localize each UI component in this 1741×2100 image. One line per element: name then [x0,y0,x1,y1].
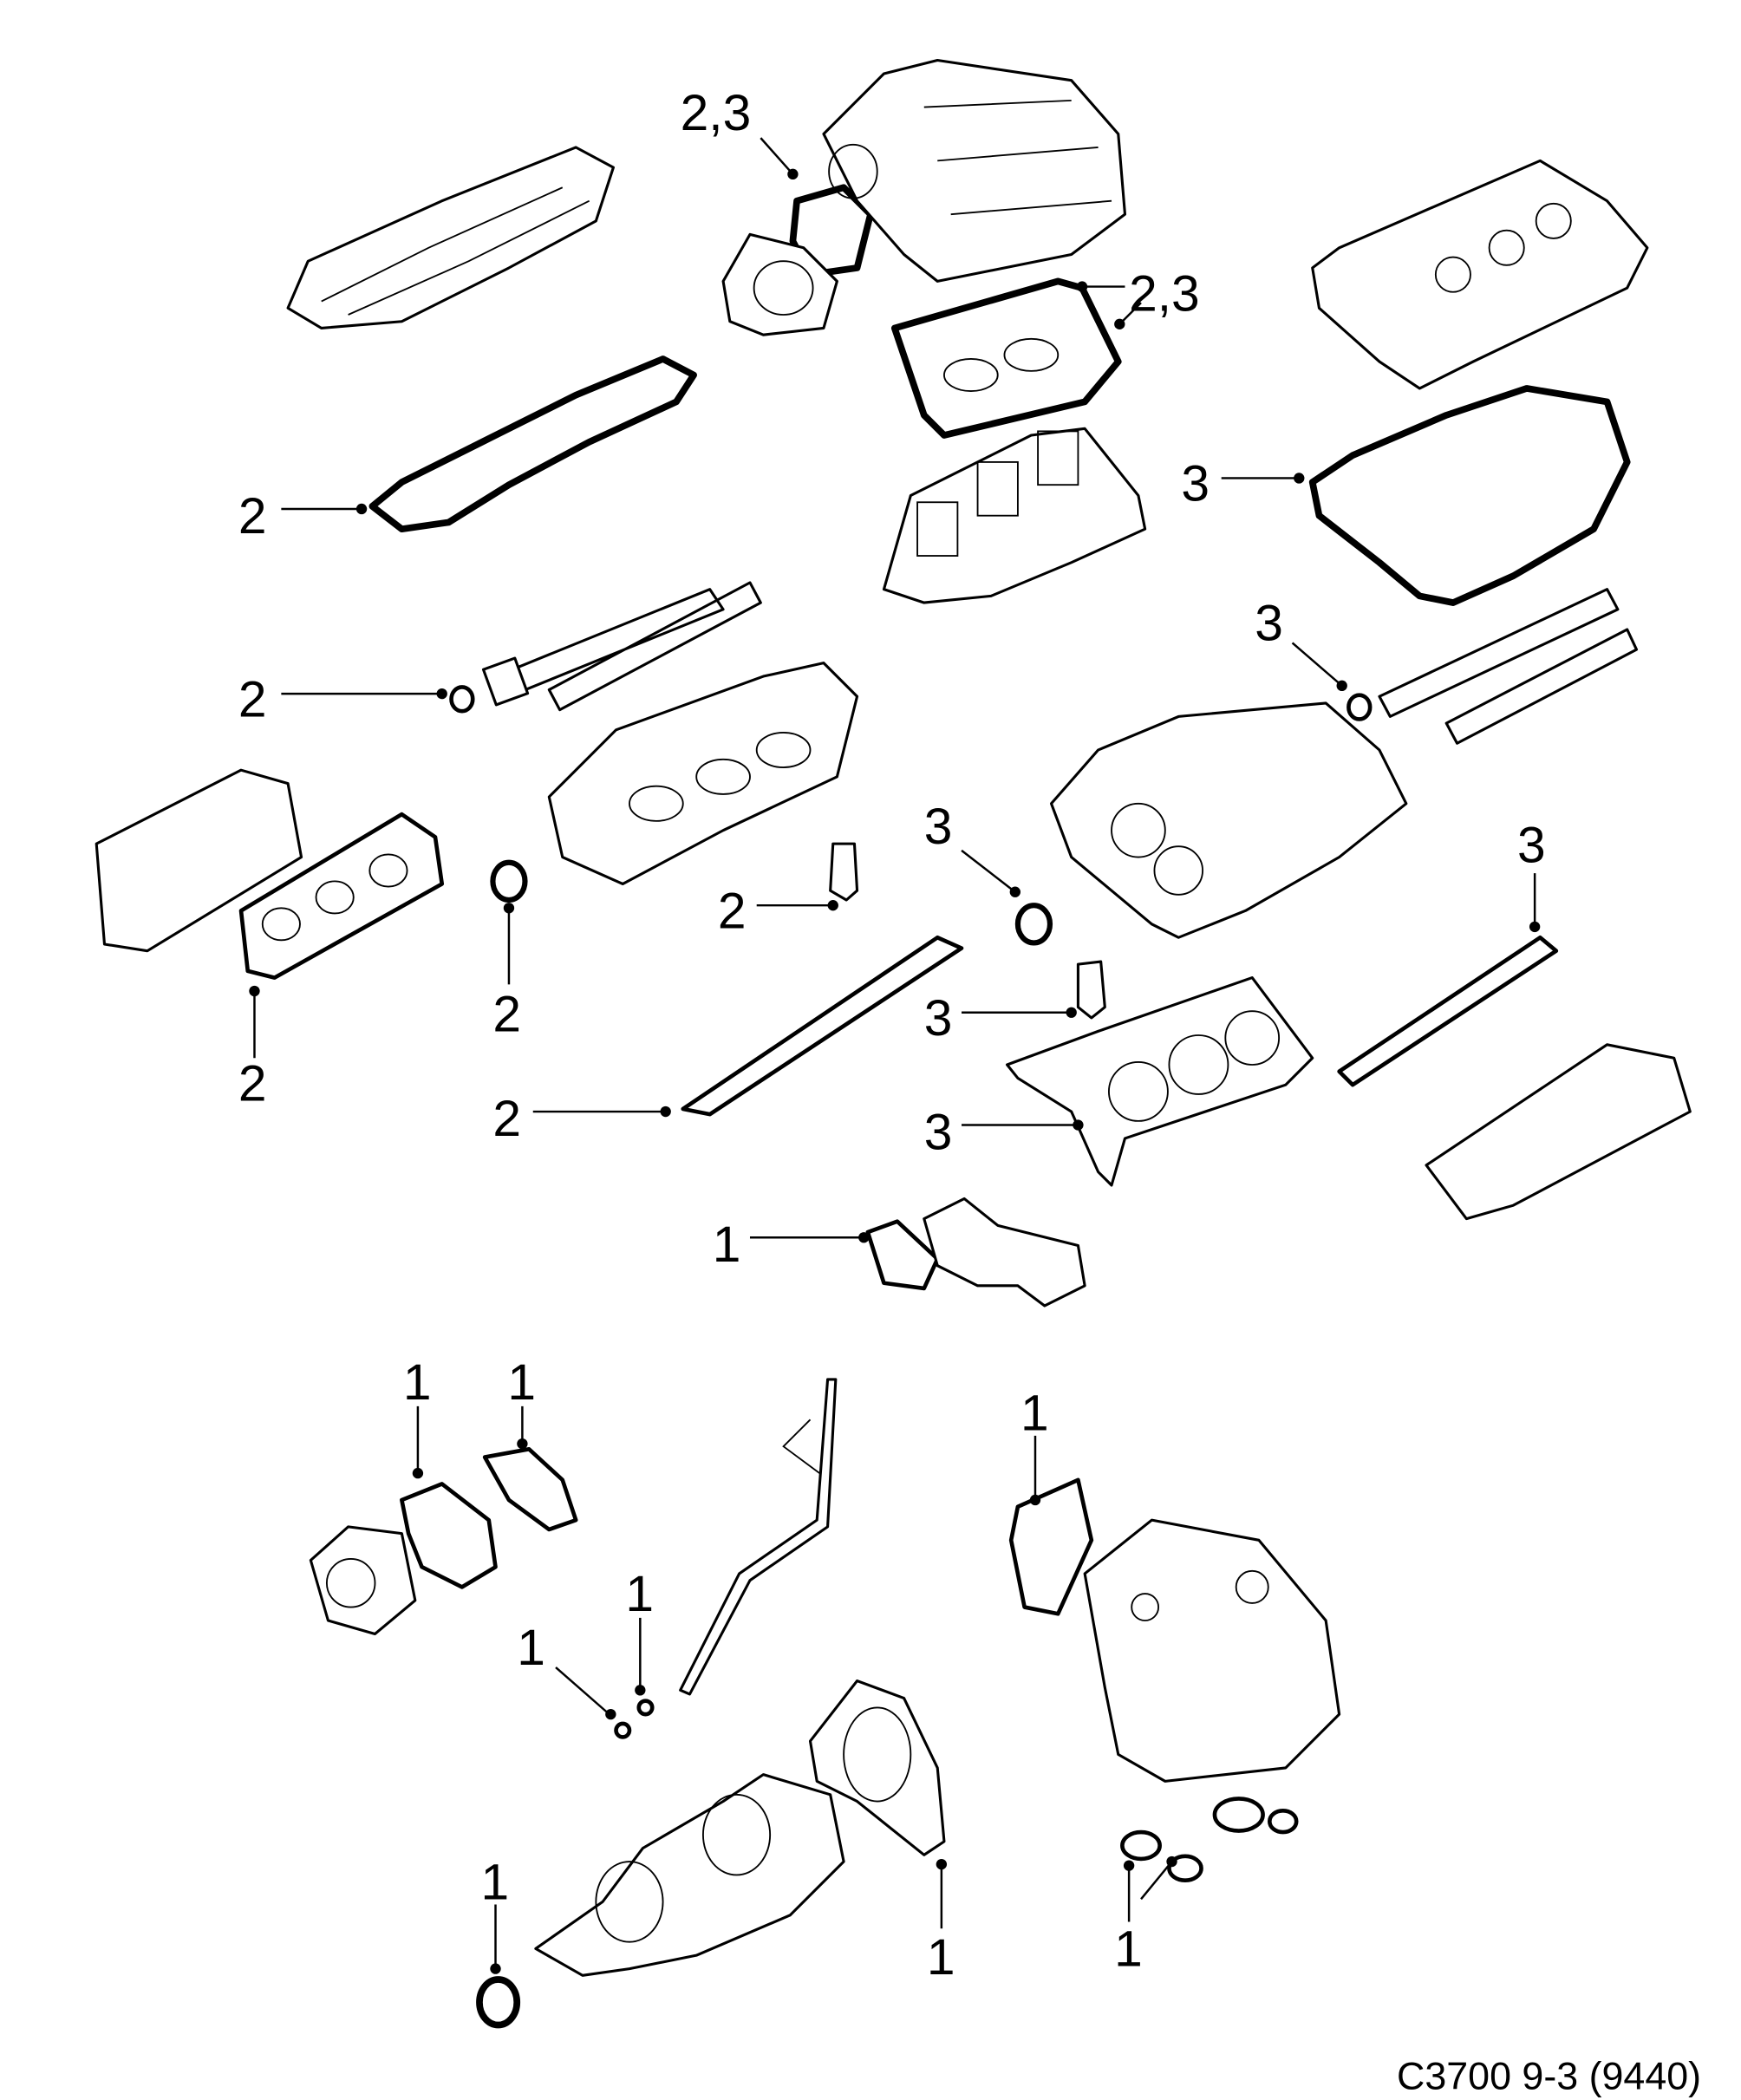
water-pump-gasket-2 [482,1446,578,1532]
callout: 2 [238,671,447,727]
cylinder-head-left [547,662,859,886]
oring-left [449,685,475,714]
callout: 2 [492,903,521,1042]
throttle-body [721,232,838,336]
svg-text:1: 1 [481,1854,510,1910]
callout: 2,3 [681,85,799,179]
oil-seal-4 [1267,1809,1299,1835]
callout: 2 [238,985,267,1112]
cam-cap-left [481,656,530,707]
valve-seal-left [829,842,859,902]
svg-text:2: 2 [718,883,747,939]
thermostat-gasket [865,1219,940,1291]
oil-filter-housing [1083,1518,1341,1783]
intake-plenum [822,58,1127,283]
valve-cover-gasket-left [368,355,697,533]
thermostat-housing [923,1197,1086,1308]
exhaust-manifold-gasket-right [1337,935,1559,1087]
svg-text:1: 1 [1020,1386,1049,1442]
oring-right [1347,693,1373,721]
svg-text:2: 2 [492,986,521,1042]
diagram-caption: C3700 9-3 (9440) [1397,2055,1701,2098]
callout: 2 [718,883,838,939]
oil-seal-3 [1212,1797,1265,1833]
water-pump [309,1525,417,1635]
callout: 1 [713,1216,870,1273]
svg-text:2: 2 [238,488,267,545]
callout: 2 [492,1091,671,1147]
valve-seal-right [1076,960,1106,1020]
svg-text:2: 2 [238,1056,267,1112]
dipstick-oring-1 [636,1699,655,1717]
callout: 3 [924,799,1020,897]
svg-text:1: 1 [507,1354,536,1411]
crankshaft [534,1773,845,1977]
svg-text:1: 1 [927,1929,955,1986]
oil-filter-housing-gasket [1008,1477,1094,1616]
svg-text:2: 2 [492,1091,521,1147]
callout: 3 [1517,818,1546,933]
svg-text:1: 1 [713,1216,741,1273]
exhaust-heat-shield-right [1425,1043,1692,1221]
cam-seal-left [490,859,528,903]
oil-seal-1 [1120,1829,1162,1862]
throttle-body-gasket [789,184,874,278]
svg-text:3: 3 [924,990,953,1047]
svg-text:1: 1 [625,1566,654,1622]
callout: 3 [1181,456,1305,512]
callout: 1 [625,1566,654,1696]
callout: 1 [507,1354,536,1450]
exhaust-heat-shield-left [95,768,303,953]
valve-cover-right [1311,159,1649,390]
dipstick-tube [679,1378,838,1696]
front-crank-seal [476,1976,521,2029]
water-pump-gasket [400,1482,498,1589]
svg-text:3: 3 [1255,595,1283,651]
callout: 3 [924,990,1077,1047]
camshafts-right [1378,588,1639,745]
dipstick-oring-2 [614,1721,632,1739]
callout: 3 [1255,595,1347,692]
parts [95,58,1692,2029]
svg-text:3: 3 [1517,818,1546,874]
svg-text:2: 2 [238,671,267,727]
callout: 1 [1114,1855,1177,1978]
svg-text:2,3: 2,3 [1129,265,1200,322]
cylinder-head-right [1049,701,1408,939]
cam-seal-right [1014,903,1053,946]
svg-text:1: 1 [403,1354,432,1411]
callout: 1 [1020,1386,1049,1506]
exhaust-manifold-gasket-left [238,812,445,980]
callouts: 2,3 2,3 2 3 3 2 2 2 2 3 3 3 2 3 1 1 1 1 … [238,85,1546,1986]
svg-text:1: 1 [1114,1921,1143,1978]
head-gasket-left [681,935,964,1117]
callout: 1 [481,1854,510,1974]
callout: 1 [517,1620,610,1716]
intake-manifold-gasket [890,277,1122,439]
head-gasket-right [1006,976,1314,1187]
svg-text:3: 3 [924,799,953,855]
callout: 1 [927,1858,955,1986]
svg-text:1: 1 [517,1620,545,1676]
callout: 3 [924,1104,1084,1160]
svg-text:3: 3 [1181,456,1210,512]
callout: 2,3 [1076,265,1200,329]
callout: 1 [403,1354,432,1479]
oil-seal-2 [1167,1854,1203,1882]
valve-cover-gasket-right [1308,385,1631,606]
callout: 2 [238,488,368,545]
svg-text:2,3: 2,3 [681,85,752,141]
rear-main-seal-carrier [808,1679,946,1856]
svg-text:3: 3 [924,1104,953,1160]
